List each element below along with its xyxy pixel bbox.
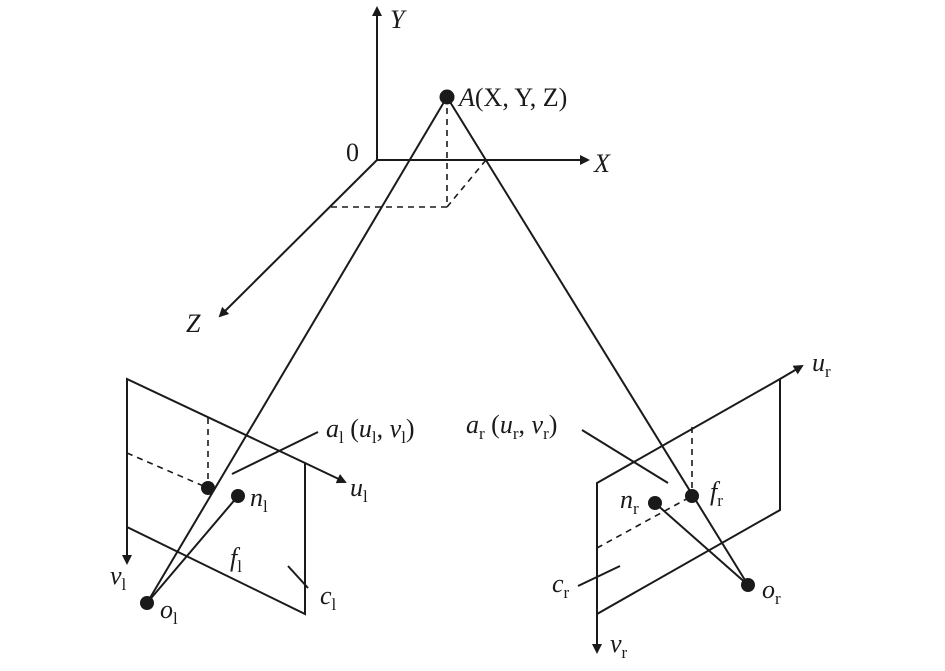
left-optical-center-label: ol bbox=[160, 595, 178, 628]
left-a-leader bbox=[231, 431, 319, 475]
right-u-axis bbox=[779, 364, 804, 380]
right-image-point bbox=[685, 489, 699, 503]
point-a-label: A(X, Y, Z) bbox=[457, 83, 567, 112]
right-principal-point-label: nr bbox=[620, 485, 639, 518]
right-optical-center bbox=[741, 578, 755, 592]
z-axis-label: Z bbox=[186, 309, 201, 338]
right-v-axis-label: vr bbox=[610, 629, 628, 662]
left-plane-label: cl bbox=[320, 581, 337, 614]
right-principal-point bbox=[648, 496, 662, 510]
left-c-leader bbox=[287, 565, 309, 589]
origin-label: 0 bbox=[346, 138, 359, 167]
left-center-to-n bbox=[146, 495, 239, 604]
left-focal-label: fl bbox=[230, 543, 242, 576]
right-optical-center-label: or bbox=[762, 575, 781, 608]
z-axis-line bbox=[218, 159, 378, 318]
left-u-axis bbox=[304, 462, 347, 484]
left-camera bbox=[122, 377, 347, 616]
left-optical-center bbox=[140, 596, 154, 610]
left-dash-horizontal bbox=[126, 452, 209, 489]
left-image-point-label: al (ul, vl) bbox=[326, 414, 415, 447]
right-image-point-label: ar (ur, vr) bbox=[466, 410, 557, 443]
a-box-diagonal bbox=[446, 159, 487, 208]
point-a-marker bbox=[439, 89, 455, 105]
left-image-point bbox=[201, 481, 215, 495]
left-u-axis-label: ul bbox=[350, 473, 368, 506]
right-a-leader bbox=[581, 429, 669, 484]
right-dash-horizontal bbox=[596, 495, 693, 549]
ray-to-left-center bbox=[146, 96, 448, 604]
right-image-plane bbox=[596, 377, 781, 616]
right-center-to-n bbox=[654, 502, 749, 586]
x-axis-label: X bbox=[593, 149, 611, 178]
projection-rays bbox=[146, 96, 749, 604]
right-plane-label: cr bbox=[552, 569, 570, 602]
right-camera bbox=[577, 364, 804, 654]
ray-to-right-center bbox=[446, 96, 749, 586]
right-u-axis-label: ur bbox=[812, 348, 831, 381]
left-principal-point-label: nl bbox=[250, 483, 268, 516]
left-principal-point bbox=[231, 489, 245, 503]
right-focal-label: fr bbox=[710, 477, 723, 510]
world-axes bbox=[218, 6, 590, 318]
right-c-leader bbox=[577, 565, 621, 587]
y-axis-label: Y bbox=[390, 5, 407, 34]
left-image-plane bbox=[126, 377, 306, 616]
left-v-axis-label: vl bbox=[110, 561, 127, 594]
point-a-projection bbox=[330, 97, 487, 208]
